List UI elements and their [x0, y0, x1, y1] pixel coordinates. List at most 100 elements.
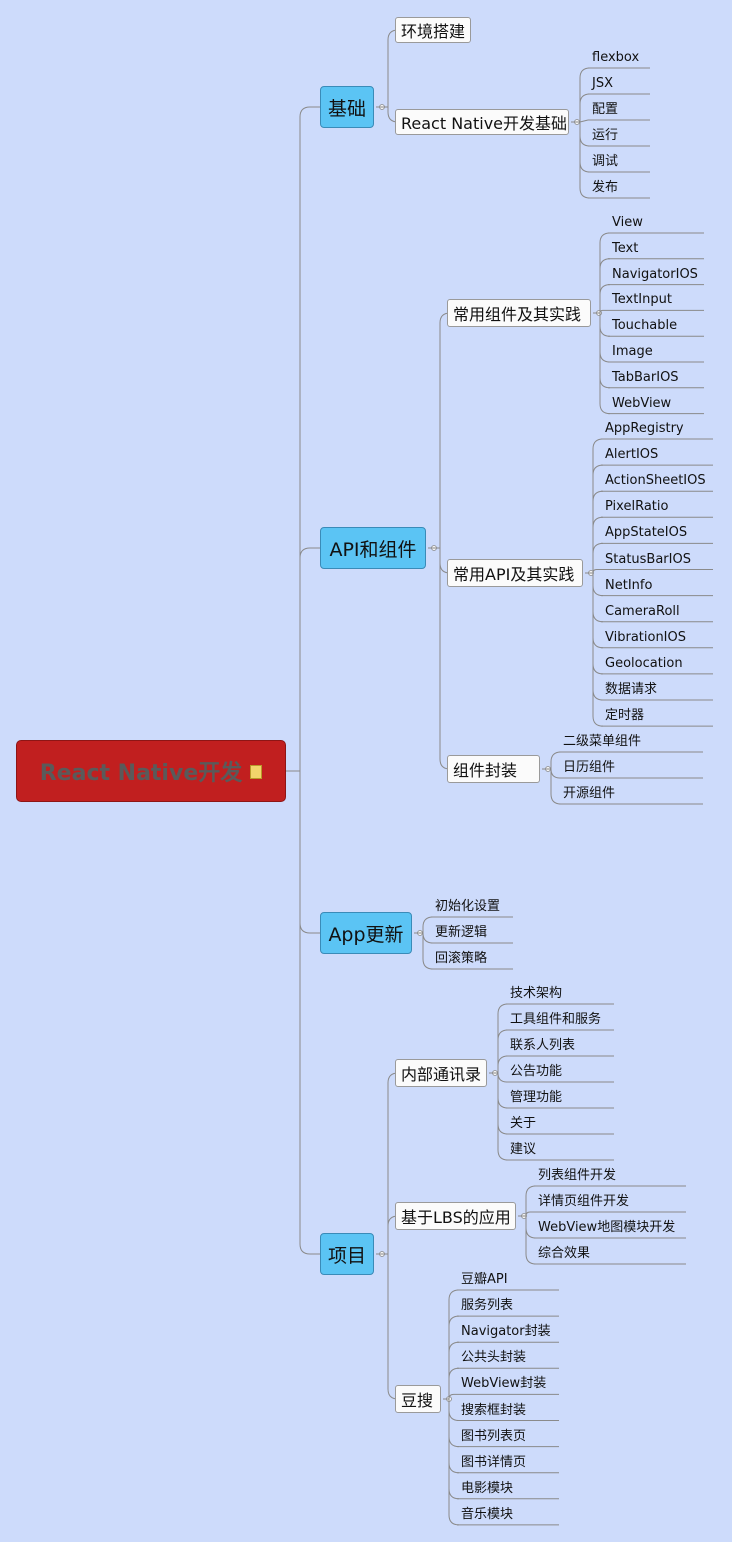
leaf-3-2-1[interactable]: 服务列表: [461, 1297, 513, 1315]
subtopic-3-2[interactable]: 豆搜: [395, 1385, 441, 1413]
leaf-0-1-3-label: 运行: [592, 128, 619, 143]
leaf-1-0-4-label: Touchable: [612, 318, 678, 334]
leaf-3-0-5[interactable]: 关于: [510, 1115, 536, 1133]
leaf-3-1-3[interactable]: 综合效果: [538, 1245, 590, 1263]
leaf-1-1-8[interactable]: VibrationIOS: [605, 629, 686, 647]
leaf-1-0-6-label: TabBarIOS: [612, 369, 679, 385]
leaf-2-2[interactable]: 回滚策略: [435, 950, 487, 968]
leaf-3-1-0-label: 列表组件开发: [538, 1168, 617, 1183]
leaf-1-1-8-label: VibrationIOS: [605, 629, 687, 645]
branch-1-label: API和组件: [329, 538, 417, 561]
subtopic-0-1[interactable]: React Native开发基础: [395, 109, 569, 135]
leaf-1-1-3[interactable]: PixelRatio: [605, 498, 668, 516]
leaf-0-1-0[interactable]: flexbox: [592, 49, 639, 67]
leaf-0-1-5[interactable]: 发布: [592, 179, 618, 197]
root-topic[interactable]: React Native开发: [16, 740, 286, 802]
leaf-1-0-2[interactable]: NavigatorIOS: [612, 266, 698, 284]
note-icon[interactable]: [250, 765, 263, 779]
subtopic-1-1[interactable]: 常用API及其实践: [447, 559, 583, 587]
leaf-3-0-0[interactable]: 技术架构: [510, 985, 562, 1003]
branch-0[interactable]: 基础: [320, 86, 374, 128]
leaf-3-0-2[interactable]: 联系人列表: [510, 1037, 575, 1055]
leaf-3-2-4[interactable]: WebView封装: [461, 1375, 546, 1393]
leaf-3-2-9[interactable]: 音乐模块: [461, 1506, 513, 1524]
branch-1[interactable]: API和组件: [320, 527, 426, 569]
leaf-1-3-1[interactable]: 日历组件: [563, 759, 615, 777]
leaf-3-2-9-label: 音乐模块: [461, 1506, 514, 1522]
leaf-1-1-6-label: NetInfo: [605, 577, 653, 593]
leaf-3-2-8-label: 电影模块: [461, 1480, 514, 1496]
branch-0-label: 基础: [327, 97, 366, 120]
leaf-3-2-5[interactable]: 搜索框封装: [461, 1402, 526, 1420]
leaf-1-3-0-label: 二级菜单组件: [563, 734, 642, 749]
leaf-3-2-2[interactable]: Navigator封装: [461, 1323, 551, 1341]
leaf-0-1-5-label: 发布: [592, 180, 619, 195]
leaf-1-1-7-label: CameraRoll: [605, 603, 680, 619]
leaf-0-1-1[interactable]: JSX: [592, 75, 613, 93]
leaf-1-1-1-label: AlertIOS: [605, 447, 659, 463]
leaf-3-2-1-label: 服务列表: [461, 1298, 514, 1314]
leaf-0-1-2[interactable]: 配置: [592, 101, 618, 119]
leaf-0-1-4-label: 调试: [592, 154, 619, 169]
leaf-1-0-6[interactable]: TabBarIOS: [612, 369, 679, 387]
leaf-3-0-1[interactable]: 工具组件和服务: [510, 1011, 601, 1029]
leaf-1-0-5[interactable]: Image: [612, 343, 653, 361]
subtopic-1-3[interactable]: 组件封装: [447, 755, 540, 783]
leaf-2-1[interactable]: 更新逻辑: [435, 924, 487, 942]
leaf-1-1-9[interactable]: Geolocation: [605, 655, 683, 673]
subtopic-3-1[interactable]: 基于LBS的应用: [395, 1202, 516, 1230]
leaf-1-1-11[interactable]: 定时器: [605, 707, 644, 725]
leaf-1-1-4[interactable]: AppStateIOS: [605, 524, 687, 542]
leaf-1-1-5[interactable]: StatusBarIOS: [605, 551, 691, 569]
subtopic-1-0[interactable]: 常用组件及其实践: [447, 299, 591, 327]
leaf-1-3-2[interactable]: 开源组件: [563, 785, 615, 803]
branch-3[interactable]: 项目: [320, 1233, 374, 1275]
leaf-3-2-3-label: 公共头封装: [461, 1350, 527, 1366]
leaf-1-0-7-label: WebView: [612, 395, 672, 411]
leaf-1-0-1[interactable]: Text: [612, 240, 638, 258]
subtopic-1-1-label: 常用API及其实践: [453, 565, 575, 584]
leaf-3-0-4-label: 管理功能: [510, 1090, 563, 1105]
subtopic-0-0[interactable]: 环境搭建: [395, 17, 471, 43]
leaf-1-1-2[interactable]: ActionSheetIOS: [605, 472, 706, 490]
leaf-3-1-1[interactable]: 详情页组件开发: [538, 1193, 629, 1211]
leaf-1-0-3[interactable]: TextInput: [612, 291, 672, 309]
leaf-3-2-7-label: 图书详情页: [461, 1454, 527, 1470]
leaf-1-3-1-label: 日历组件: [563, 760, 616, 775]
leaf-1-1-0[interactable]: AppRegistry: [605, 420, 684, 438]
leaf-0-1-3[interactable]: 运行: [592, 127, 618, 145]
leaf-3-2-0[interactable]: 豆瓣API: [461, 1271, 508, 1289]
leaf-1-0-0[interactable]: View: [612, 214, 643, 232]
leaf-3-2-2-label: Navigator封装: [461, 1324, 551, 1340]
leaf-1-1-6[interactable]: NetInfo: [605, 577, 652, 595]
leaf-3-2-6[interactable]: 图书列表页: [461, 1428, 526, 1446]
leaf-3-0-1-label: 工具组件和服务: [510, 1012, 602, 1027]
subtopic-0-0-label: 环境搭建: [401, 22, 466, 41]
leaf-3-0-5-label: 关于: [510, 1116, 537, 1131]
leaf-1-3-2-label: 开源组件: [563, 786, 616, 801]
leaf-2-0[interactable]: 初始化设置: [435, 898, 500, 916]
leaf-3-1-0[interactable]: 列表组件开发: [538, 1167, 616, 1185]
leaf-3-2-7[interactable]: 图书详情页: [461, 1454, 526, 1472]
leaf-1-3-0[interactable]: 二级菜单组件: [563, 733, 641, 751]
leaf-1-1-10[interactable]: 数据请求: [605, 681, 657, 699]
leaf-1-0-7[interactable]: WebView: [612, 395, 671, 413]
leaf-3-1-2[interactable]: WebView地图模块开发: [538, 1219, 675, 1237]
leaf-3-2-3[interactable]: 公共头封装: [461, 1349, 526, 1367]
subtopic-0-1-label: React Native开发基础: [401, 114, 568, 133]
leaf-0-1-4[interactable]: 调试: [592, 153, 618, 171]
leaf-3-0-3[interactable]: 公告功能: [510, 1063, 562, 1081]
leaf-3-0-6[interactable]: 建议: [510, 1141, 536, 1159]
leaf-1-0-4[interactable]: Touchable: [612, 317, 677, 335]
branch-2[interactable]: App更新: [320, 912, 412, 954]
leaf-1-1-7[interactable]: CameraRoll: [605, 603, 680, 621]
leaf-1-1-4-label: AppStateIOS: [605, 525, 688, 541]
subtopic-3-0-label: 内部通讯录: [401, 1065, 482, 1084]
leaf-3-0-4[interactable]: 管理功能: [510, 1089, 562, 1107]
leaf-3-2-4-label: WebView封装: [461, 1376, 547, 1392]
subtopic-3-0[interactable]: 内部通讯录: [395, 1059, 487, 1087]
leaf-1-1-5-label: StatusBarIOS: [605, 551, 691, 567]
leaf-1-1-1[interactable]: AlertIOS: [605, 446, 658, 464]
leaf-3-2-8[interactable]: 电影模块: [461, 1480, 513, 1498]
